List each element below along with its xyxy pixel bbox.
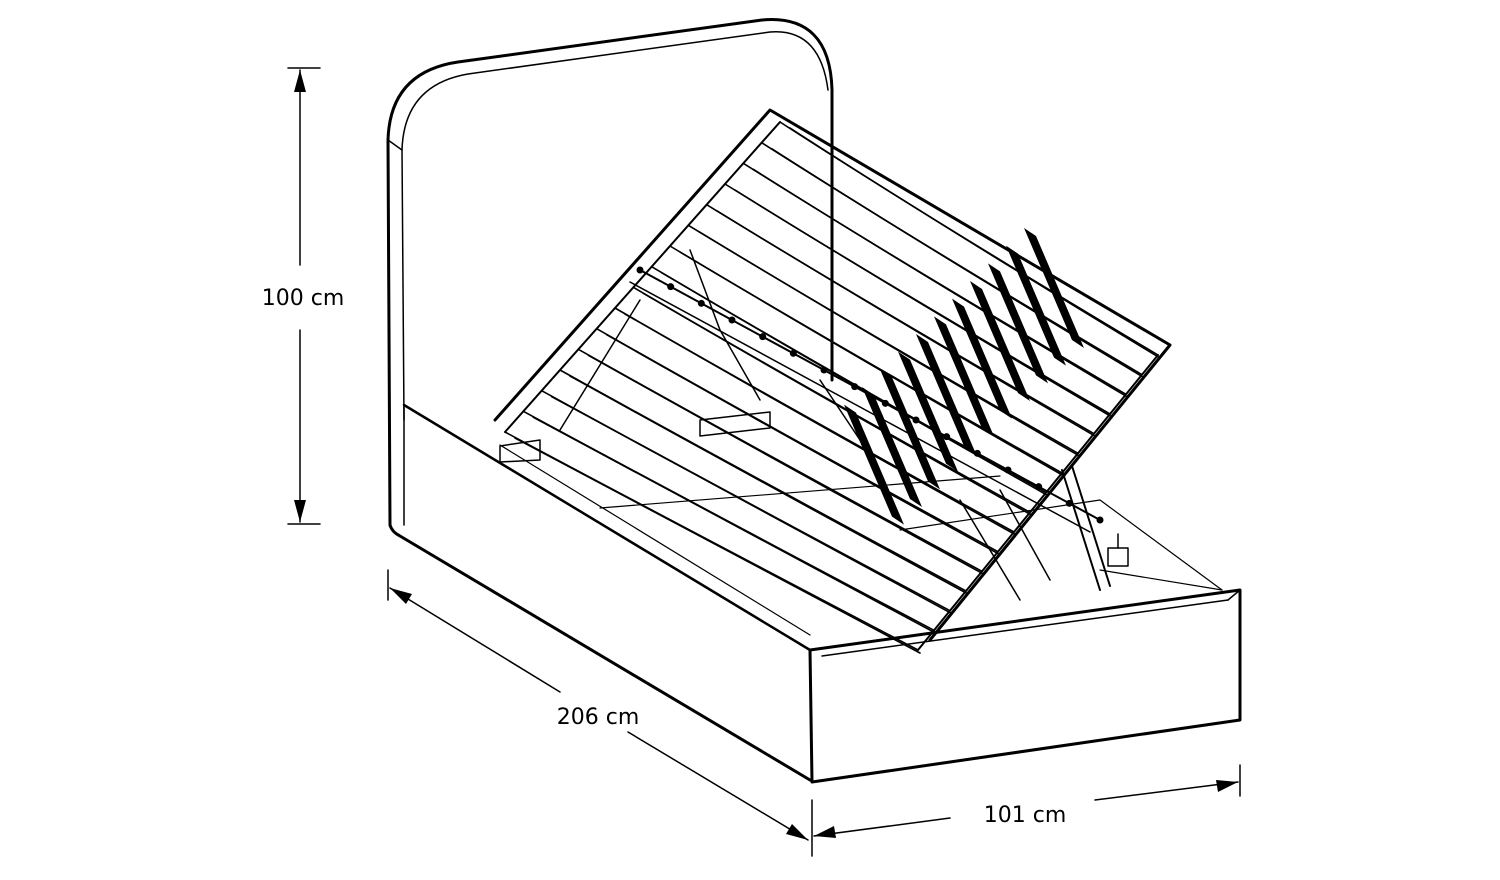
slat-edge: [679, 251, 1065, 477]
rivet: [851, 383, 859, 391]
slat-shadows: [844, 228, 1084, 525]
slat-edge: [550, 395, 953, 615]
rivet: [697, 299, 705, 307]
rivet: [636, 266, 644, 274]
rivets: [636, 266, 1104, 524]
rivet: [1065, 499, 1073, 507]
slatted-frame: [493, 108, 1172, 654]
slat-edge: [532, 416, 937, 635]
height-label: 100 cm: [262, 286, 345, 311]
slat-shadow: [988, 263, 1048, 384]
slat-edge: [642, 292, 1033, 517]
slat-edge: [734, 189, 1113, 418]
slat-edge: [697, 230, 1081, 458]
rivet: [728, 316, 736, 324]
slat-edge: [660, 271, 1049, 497]
length-label: 206 cm: [557, 705, 640, 730]
headboard: [386, 18, 834, 527]
rivet: [943, 433, 951, 441]
rivet: [1004, 466, 1012, 474]
rivet: [912, 416, 920, 424]
width-label: 101 cm: [984, 803, 1067, 828]
slat-edge: [587, 354, 985, 576]
length-dimension: 206 cm: [387, 569, 813, 857]
slat-edge: [514, 437, 921, 654]
slat-edge: [605, 333, 1001, 556]
height-dimension: 100 cm: [262, 67, 345, 525]
slat-shadow: [934, 316, 994, 437]
slats-group: [504, 121, 1161, 654]
slat-edge: [624, 313, 1017, 536]
slat-edge: [569, 375, 969, 595]
rivet: [759, 333, 767, 341]
slat-edge: [789, 127, 1161, 359]
slat-shadow: [1006, 245, 1066, 366]
slat-edge: [715, 209, 1097, 438]
slat-shadow: [898, 351, 958, 472]
slat-shadow: [916, 334, 976, 454]
slat-shadow: [844, 404, 904, 525]
slat-edge: [752, 168, 1129, 399]
width-dimension: 101 cm: [813, 764, 1241, 838]
rivet: [789, 349, 797, 357]
rivet: [1035, 483, 1043, 491]
slat-edge: [770, 147, 1145, 379]
rivet: [881, 399, 889, 407]
slat-shadow: [952, 298, 1012, 419]
slat-shadow: [862, 387, 922, 507]
rivet: [820, 366, 828, 374]
storage-base: [388, 403, 1242, 784]
slat-shadow: [970, 281, 1030, 401]
rivet: [1096, 516, 1104, 524]
rivet: [973, 449, 981, 457]
slat-shadow: [1024, 228, 1084, 348]
rivet: [667, 283, 675, 291]
slat-shadow: [880, 369, 940, 490]
